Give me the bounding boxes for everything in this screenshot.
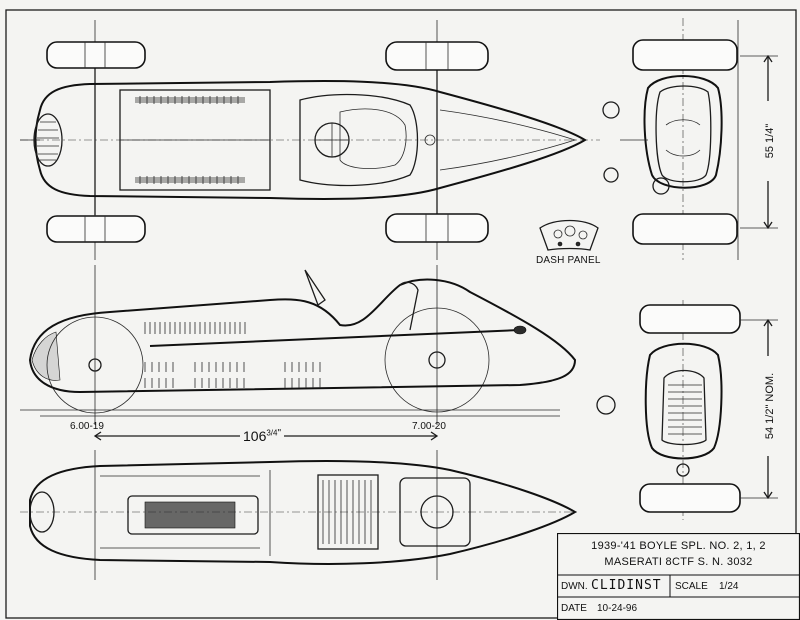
wheelbase-value: 106 (243, 428, 267, 444)
scale-label: SCALE (675, 581, 708, 592)
rear-view (596, 300, 778, 520)
rear-tire-label: 7.00-20 (412, 421, 446, 432)
front-width-label-wrap: 55 1/4" (760, 101, 780, 185)
drawn-label: DWN. (561, 581, 588, 592)
title-block-frame (557, 533, 800, 620)
front-left-tire (46, 41, 146, 69)
rear-width-label-wrap: 54 1/2" NOM. (760, 356, 780, 456)
dash-panel-sketch (539, 219, 599, 251)
dash-panel-label: DASH PANEL (536, 255, 601, 266)
top-view (20, 20, 600, 260)
title-block: 1939-'41 BOYLE SPL. NO. 2, 1, 2 MASERATI… (557, 533, 800, 620)
gearbox (317, 474, 379, 550)
front-view (602, 18, 778, 260)
drawn-value: CLIDINST (591, 578, 662, 593)
front-width-label: 55 1/4" (764, 101, 776, 181)
rear-axle-housing (399, 477, 471, 547)
front-right-tire (46, 215, 146, 243)
rear-left-tire (385, 41, 489, 71)
rear-width-label: 54 1/2" NOM. (764, 356, 776, 456)
oil-sump (127, 495, 259, 535)
sheet-border (5, 9, 797, 619)
side-view (20, 265, 577, 441)
date-label: DATE (561, 603, 587, 614)
front-wheel-side (46, 316, 144, 414)
wheelbase-fraction: 3/4 (266, 428, 278, 438)
wheelbase-unit: " (277, 428, 282, 439)
title-line-2: MASERATI 8CTF S. N. 3032 (604, 556, 753, 568)
underside-view (20, 450, 580, 580)
wheelbase-label: 1063/4" (240, 428, 285, 444)
title-line-1: 1939-'41 BOYLE SPL. NO. 2, 1, 2 (591, 540, 766, 552)
front-tire-label: 6.00-19 (70, 421, 104, 432)
rear-right-tire (385, 213, 489, 243)
rear-wheel-side (384, 307, 490, 413)
date-value: 10-24-96 (597, 603, 638, 614)
scale-value: 1/24 (719, 581, 739, 592)
